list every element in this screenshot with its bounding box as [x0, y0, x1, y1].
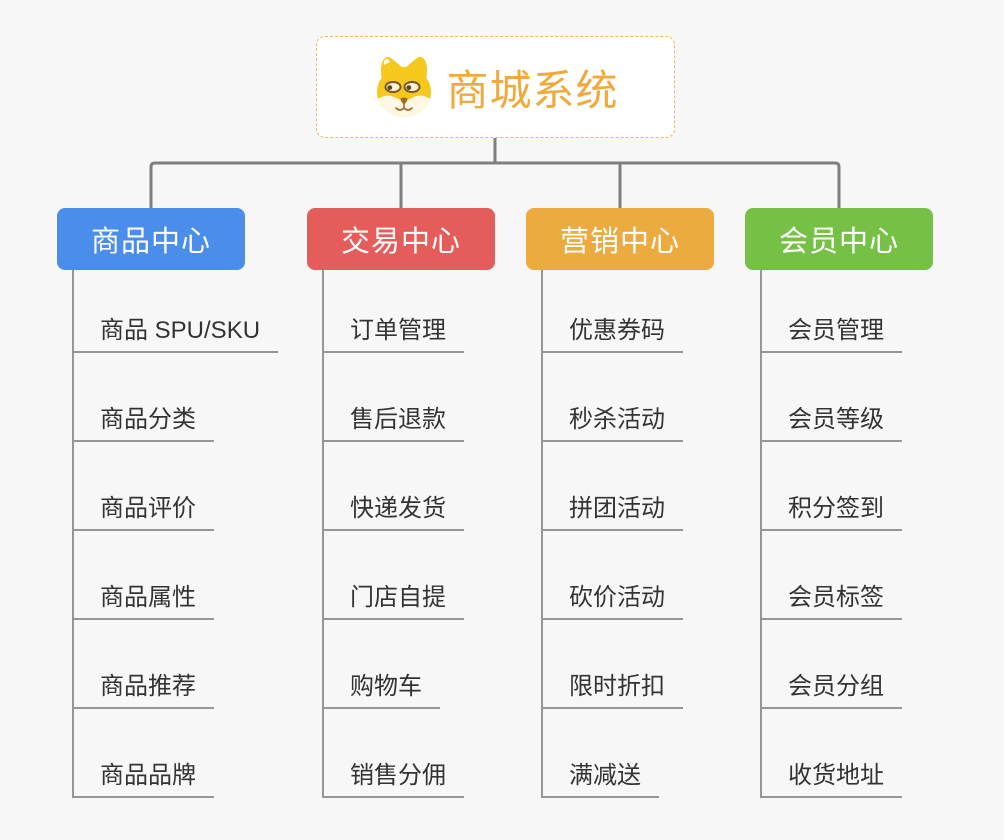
- branch-trunk-line: [72, 270, 74, 798]
- leaf-topic[interactable]: 快递发货: [322, 489, 464, 531]
- branch-column-trade: 交易中心 订单管理 售后退款 快递发货 门店自提 购物车 销售分佣: [307, 208, 567, 808]
- leaf-topic[interactable]: 商品评价: [72, 489, 214, 531]
- leaf-topic[interactable]: 商品 SPU/SKU: [72, 311, 279, 353]
- leaf-topic[interactable]: 门店自提: [322, 578, 464, 620]
- branch-label: 会员中心: [778, 226, 899, 258]
- leaf-topic[interactable]: 会员标签: [760, 578, 902, 620]
- branch-header-members[interactable]: 会员中心: [745, 208, 933, 270]
- leaf-topic[interactable]: 满减送: [541, 756, 659, 798]
- leaf-topic[interactable]: 商品品牌: [72, 756, 214, 798]
- shiba-dog-icon: [377, 56, 432, 117]
- leaf-topic[interactable]: 拼团活动: [541, 489, 683, 531]
- leaf-topic[interactable]: 商品推荐: [72, 667, 214, 709]
- leaf-topic[interactable]: 购物车: [322, 667, 440, 709]
- leaf-topic[interactable]: 限时折扣: [541, 667, 683, 709]
- branch-label: 交易中心: [340, 226, 461, 258]
- branch-label: 商品中心: [90, 226, 211, 258]
- branch-header-trade[interactable]: 交易中心: [307, 208, 495, 270]
- branch-trunk-line: [760, 270, 762, 798]
- leaf-topic[interactable]: 优惠券码: [541, 311, 683, 353]
- leaf-topic[interactable]: 积分签到: [760, 489, 902, 531]
- root-topic[interactable]: 商城系统: [316, 36, 675, 138]
- leaf-topic[interactable]: 商品属性: [72, 578, 214, 620]
- leaf-topic[interactable]: 销售分佣: [322, 756, 464, 798]
- leaf-topic[interactable]: 订单管理: [322, 311, 464, 353]
- branch-column-members: 会员中心 会员管理 会员等级 积分签到 会员标签 会员分组 收货地址: [745, 208, 1004, 808]
- leaf-topic[interactable]: 会员分组: [760, 667, 902, 709]
- branch-header-products[interactable]: 商品中心: [57, 208, 245, 270]
- branch-label: 营销中心: [559, 226, 680, 258]
- leaf-topic[interactable]: 会员等级: [760, 400, 902, 442]
- leaf-topic[interactable]: 售后退款: [322, 400, 464, 442]
- leaf-topic[interactable]: 商品分类: [72, 400, 214, 442]
- leaf-topic[interactable]: 收货地址: [760, 756, 902, 798]
- root-topic-label: 商城系统: [446, 66, 619, 114]
- branch-trunk-line: [322, 270, 324, 798]
- branch-trunk-line: [541, 270, 543, 798]
- leaf-topic[interactable]: 秒杀活动: [541, 400, 683, 442]
- branch-header-marketing[interactable]: 营销中心: [526, 208, 714, 270]
- connector-path: [149, 137, 841, 208]
- branch-column-marketing: 营销中心 优惠券码 秒杀活动 拼团活动 砍价活动 限时折扣 满减送: [526, 208, 786, 808]
- branch-column-products: 商品中心 商品 SPU/SKU 商品分类 商品评价 商品属性 商品推荐 商品品牌: [57, 208, 317, 808]
- leaf-topic[interactable]: 会员管理: [760, 311, 902, 353]
- leaf-topic[interactable]: 砍价活动: [541, 578, 683, 620]
